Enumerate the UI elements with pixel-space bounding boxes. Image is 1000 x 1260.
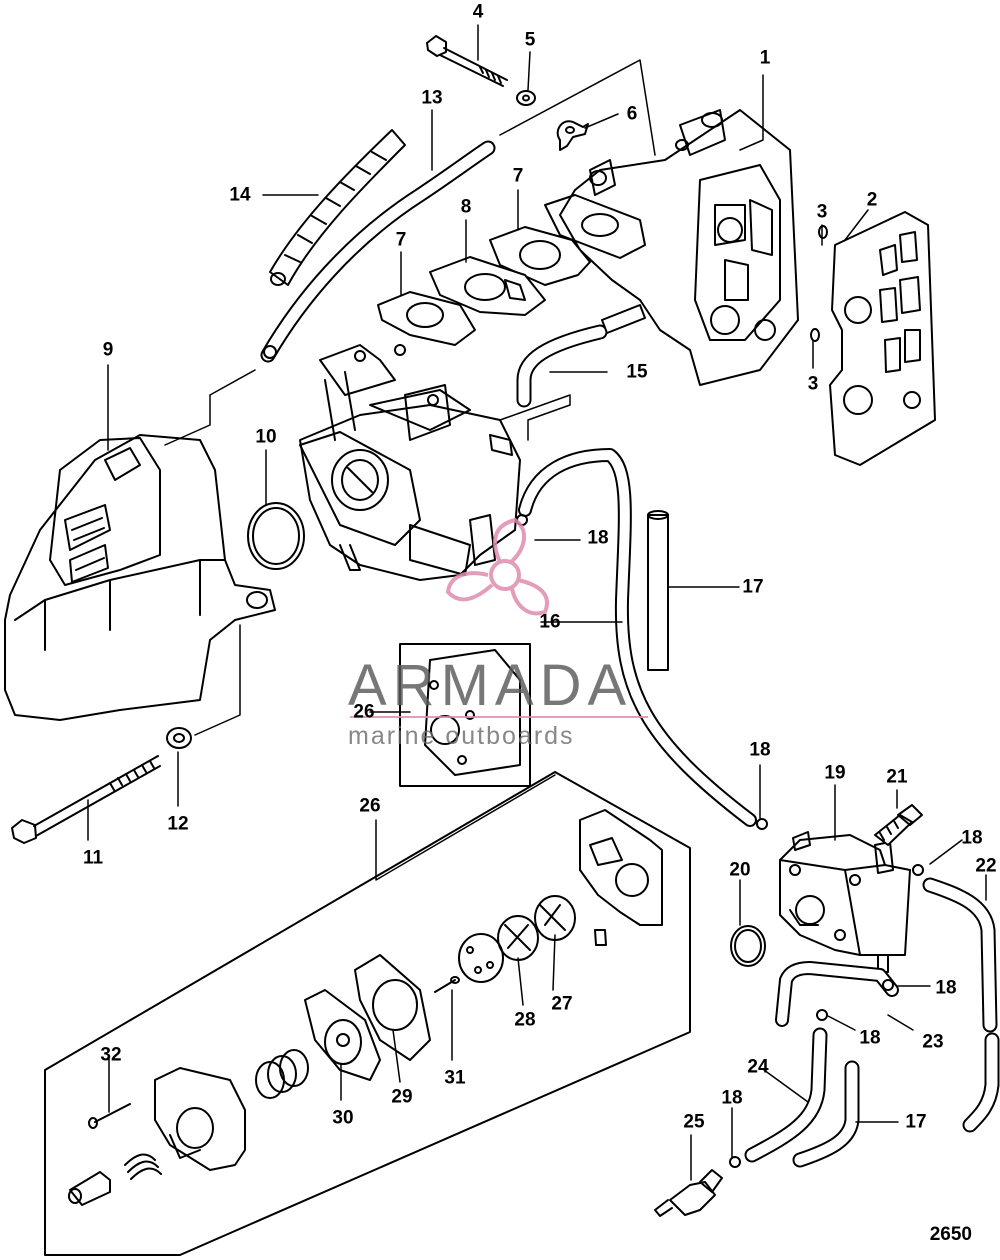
callout-label: 26 [353,701,375,723]
callout-label: 23 [922,1031,944,1053]
callout-label: 26 [359,795,381,817]
pump-body-part [154,1067,246,1171]
fuel-pump-part [779,831,911,973]
callout-label: 16 [539,611,561,633]
leader-lines [87,24,987,1181]
pump-kit-frame [44,771,691,1256]
callout-label: 20 [729,859,751,881]
watermark-brand: ARMADA [348,653,633,718]
callout-label: 18 [721,1087,743,1109]
plunger-part [68,1171,111,1206]
air-silencer-part [4,434,276,721]
small-spring-part [124,1153,162,1180]
callout-label: 7 [512,165,524,187]
callout-label: 25 [683,1111,705,1133]
primer-hose-part [744,1027,828,1163]
callout-label: 18 [961,827,983,849]
connector-hose-part [792,1060,860,1168]
check-valve-28-part [497,915,539,961]
callout-label: 30 [332,1107,354,1129]
callout-label: 18 [859,1027,881,1049]
callout-label: 19 [824,762,846,784]
callout-label: 5 [524,29,536,51]
gasket-29-part [354,954,431,1061]
screw-31-part [434,976,460,993]
intake-manifold-part [544,109,799,386]
elbow-hose-part [516,304,646,408]
callout-label: 3 [807,373,819,395]
callout-label: 2 [866,189,878,211]
callout-label: 1 [759,47,771,69]
callout-label: 15 [626,361,648,383]
callout-label: 32 [100,1044,122,1066]
pump-cover-part [579,809,663,946]
callout-label: 4 [472,1,484,23]
callout-label: 22 [975,855,997,877]
callout-label: 18 [749,739,771,761]
spacer-gasket-part [377,226,591,346]
outlet-hose-part [922,877,1000,1133]
watermark-underline [350,716,648,718]
callout-label: 21 [886,766,908,788]
pump-detail-inset-frame [399,643,531,787]
vent-hose-part [260,140,496,363]
drawing-number: 2650 [929,1224,972,1245]
diaphragm-plate-part [458,933,504,983]
callout-label: 14 [229,184,251,206]
callout-label: 18 [587,527,609,549]
fuel-fitting-part [874,804,923,846]
callout-label: 17 [742,576,764,598]
callout-label: 6 [626,103,638,125]
callout-label: 9 [102,339,114,361]
dowel-pin-part [810,225,828,342]
callout-label: 28 [514,1009,536,1031]
spring-part [255,1049,309,1099]
callout-label: 10 [255,426,277,448]
callout-label: 13 [421,87,443,109]
diaphragm-30-part [304,989,381,1081]
inlet-hose-part [775,961,899,1027]
screw-32-part [88,1103,131,1129]
callout-label: 12 [167,813,189,835]
callout-label: 24 [747,1056,769,1078]
callout-label: 31 [444,1067,466,1089]
callout-label: 17 [905,1111,927,1133]
washer-part-2 [166,727,192,749]
watermark-tagline: marine outboards [348,722,575,750]
callout-label: 27 [551,993,573,1015]
watermark-propeller-logo [445,517,549,616]
callout-label: 11 [82,847,104,869]
callout-label: 18 [935,977,957,999]
mounting-bolt-part [426,35,508,87]
manifold-gasket-part [829,211,936,466]
callout-label: 29 [391,1086,413,1108]
hose-clamp-part [556,120,589,151]
check-valve-27-part [534,895,576,941]
washer-part [516,90,536,106]
straight-hose-part [647,510,669,671]
o-ring-part-2 [730,925,766,967]
long-screw-part [11,755,161,844]
fuel-connector-part [654,1169,723,1217]
fuel-hose-part [518,448,757,827]
o-ring-part [247,502,305,570]
callout-label: 7 [395,229,407,251]
callout-label: 8 [460,196,472,218]
callout-label: 3 [816,201,828,223]
hose-sleeve-part [269,129,406,286]
carburetor-part [299,344,521,581]
